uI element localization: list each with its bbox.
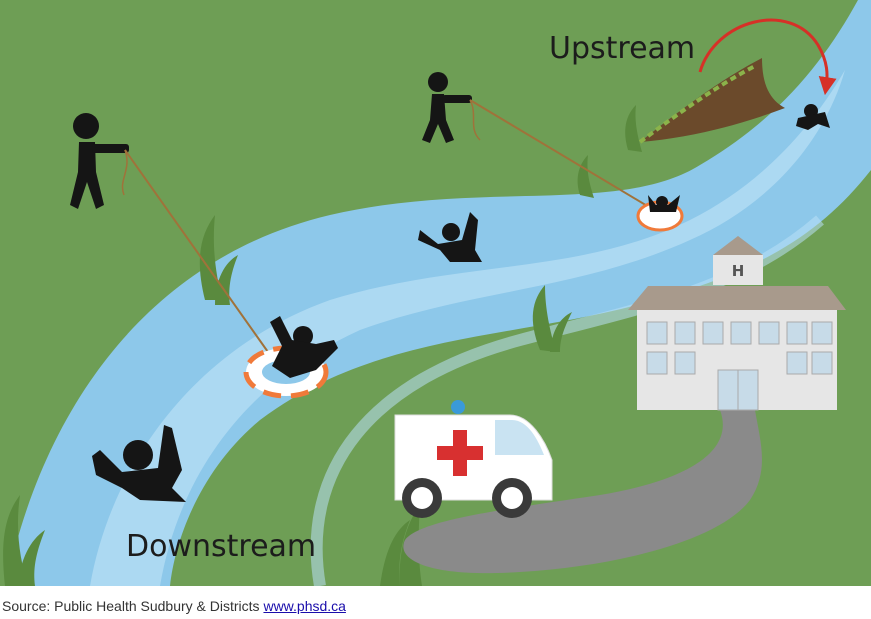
- siren-icon: [451, 400, 465, 414]
- hospital-icon: H: [628, 236, 846, 411]
- hospital-sign: H: [732, 262, 745, 280]
- falling-person-icon: [796, 104, 830, 130]
- rope: [469, 99, 655, 211]
- ambulance-icon: [394, 400, 553, 518]
- rope: [124, 149, 269, 353]
- person-with-rope-icon: [70, 113, 129, 209]
- curved-arrow-icon: [698, 18, 837, 96]
- drowning-person-icon: [648, 195, 680, 212]
- downstream-label: Downstream: [126, 529, 316, 564]
- source-caption: Source: Public Health Sudbury & District…: [2, 598, 346, 614]
- person-with-rope-icon: [422, 72, 481, 143]
- upstream-downstream-illustration: H Upstream Downstream: [0, 0, 871, 586]
- source-link[interactable]: www.phsd.ca: [263, 598, 346, 614]
- reed-icon: [532, 285, 572, 352]
- drowning-person-icon: [92, 425, 186, 502]
- reed-icon: [625, 105, 642, 152]
- cliff-icon: [638, 58, 785, 144]
- upstream-label: Upstream: [549, 31, 695, 66]
- road-icon: [403, 410, 762, 574]
- caption-text: Source: Public Health Sudbury & District…: [2, 598, 260, 614]
- drowning-person-icon: [270, 316, 338, 378]
- reed-icon: [3, 495, 45, 586]
- river-highlight: [90, 70, 845, 586]
- drowning-person-icon: [418, 212, 482, 262]
